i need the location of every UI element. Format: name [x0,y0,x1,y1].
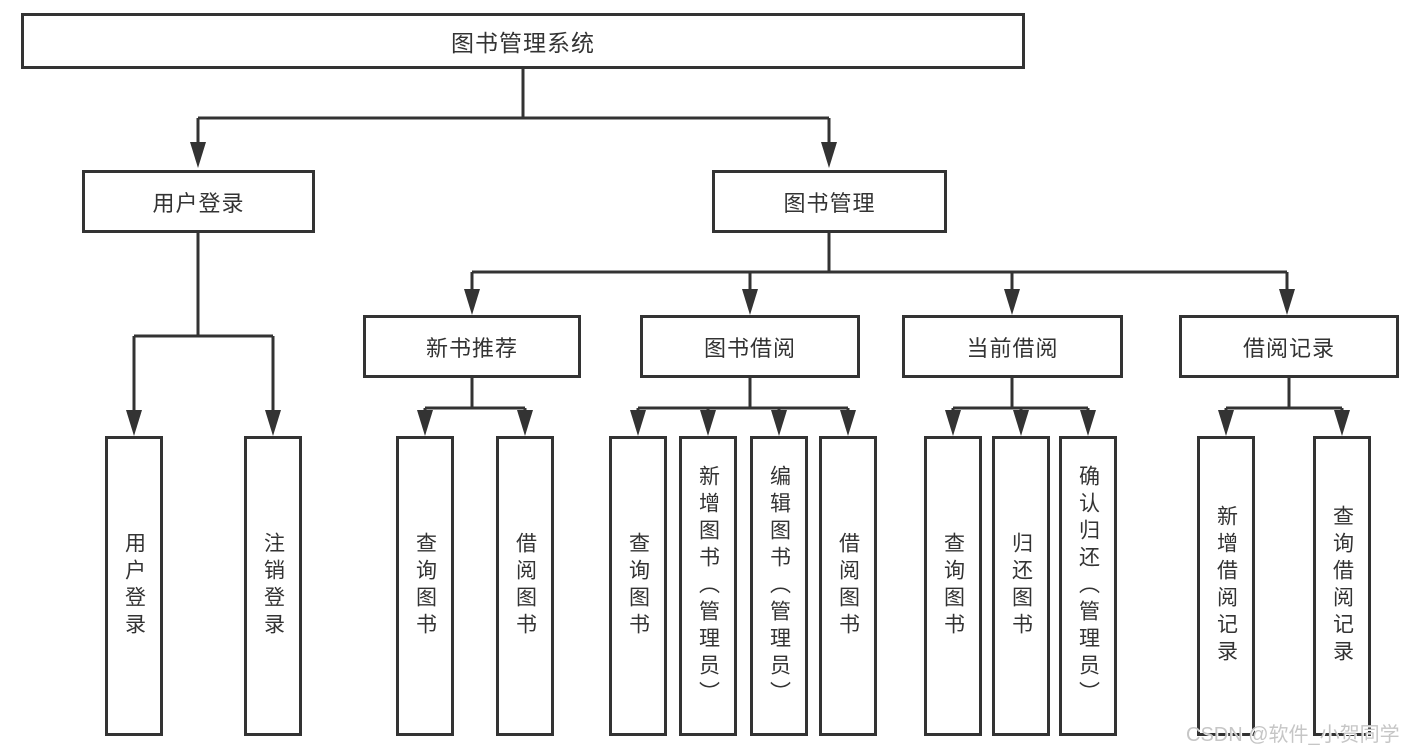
node-query-borrow-record: 查询借阅记录 [1313,436,1371,736]
csdn-watermark: CSDN @软件_小贺同学 [1186,724,1400,746]
node-query-books-recommend: 查询图书 [396,436,454,736]
node-edit-books-admin: 编辑图书（管理员） [750,436,808,736]
node-user-login: 用户登录 [105,436,163,736]
node-user-login-label: 用户登录 [122,532,146,640]
node-borrow-books-recommend: 借阅图书 [496,436,554,736]
node-confirm-return-admin: 确认归还（管理员） [1059,436,1117,736]
node-logout-label: 注销登录 [261,532,285,640]
node-return-books: 归还图书 [992,436,1050,736]
node-logout: 注销登录 [244,436,302,736]
node-library-management-system: 图书管理系统 [21,13,1025,69]
node-query-books-recommend-label: 查询图书 [413,532,437,640]
node-book-borrowing: 图书借阅 [640,315,860,378]
node-current-borrowing: 当前借阅 [902,315,1123,378]
node-query-borrow-record-label: 查询借阅记录 [1330,505,1354,667]
node-edit-books-admin-label: 编辑图书（管理员） [767,464,791,708]
node-add-books-admin-label: 新增图书（管理员） [696,464,720,708]
node-add-borrow-record: 新增借阅记录 [1197,436,1255,736]
node-borrow-books-label: 借阅图书 [836,532,860,640]
node-new-book-recommend: 新书推荐 [363,315,581,378]
node-book-management-branch: 图书管理 [712,170,947,233]
node-confirm-return-admin-label: 确认归还（管理员） [1076,464,1100,708]
node-add-borrow-record-label: 新增借阅记录 [1214,505,1238,667]
node-add-books-admin: 新增图书（管理员） [679,436,737,736]
node-query-books-borrow-label: 查询图书 [626,532,650,640]
node-return-books-label: 归还图书 [1009,532,1033,640]
node-borrowing-records: 借阅记录 [1179,315,1399,378]
node-query-books-borrow: 查询图书 [609,436,667,736]
node-borrow-books-recommend-label: 借阅图书 [513,532,537,640]
node-query-books-current: 查询图书 [924,436,982,736]
node-user-login-branch: 用户登录 [82,170,315,233]
node-borrow-books: 借阅图书 [819,436,877,736]
node-query-books-current-label: 查询图书 [941,532,965,640]
